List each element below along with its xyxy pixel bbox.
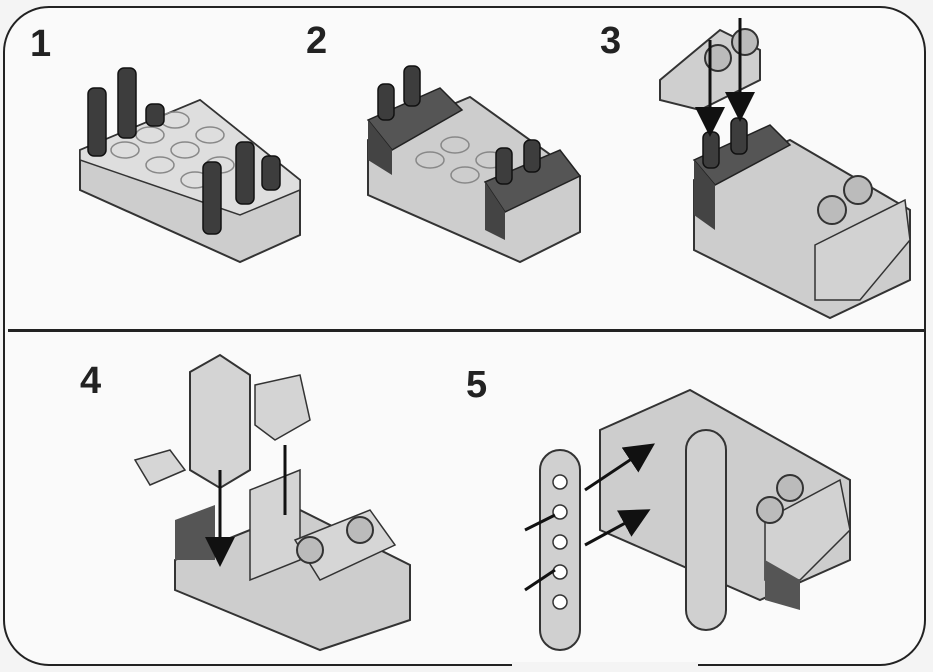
step-4-illustration xyxy=(135,355,410,650)
step-5-illustration xyxy=(525,390,850,650)
vertical-beam xyxy=(686,430,726,630)
step-3-illustration xyxy=(660,18,910,318)
step-2-illustration xyxy=(368,66,580,262)
step-1-illustration xyxy=(80,68,300,262)
